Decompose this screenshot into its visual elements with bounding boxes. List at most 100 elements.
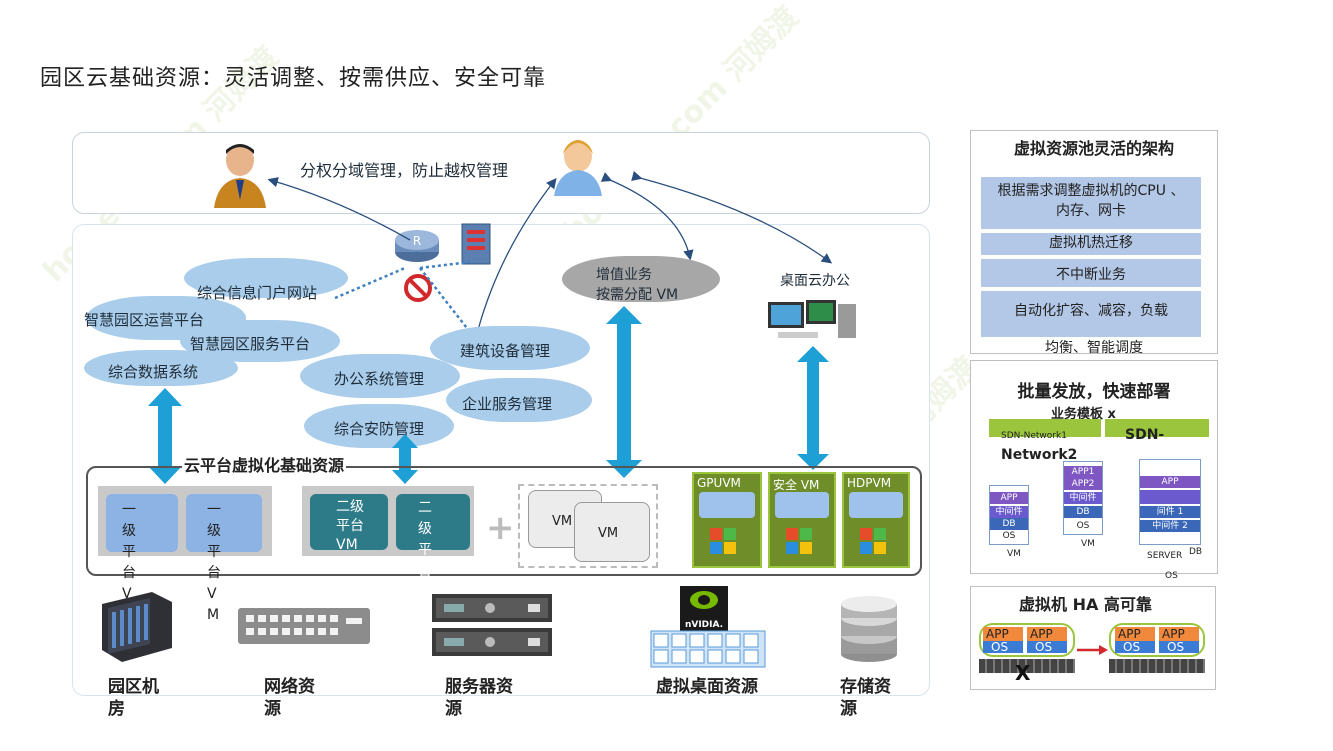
vm-ha-title: 虚拟机 HA 高可靠 bbox=[1019, 595, 1152, 614]
vm-a-label: VM bbox=[552, 514, 573, 529]
server-middleware2: 中间件 2 bbox=[1140, 520, 1200, 532]
nvidia-eye-icon bbox=[690, 591, 718, 609]
vm-dashed-group bbox=[518, 484, 658, 568]
server-stack: APP 间件 1 中间件 2 bbox=[1139, 459, 1201, 545]
vdesktop-label: 虚拟桌面资源 bbox=[656, 677, 758, 697]
network-switch-icon bbox=[238, 608, 370, 644]
portal-label: 综合信息门户网站 bbox=[197, 284, 318, 302]
router-icon: R bbox=[395, 230, 439, 262]
ha-app-a2: APP bbox=[1030, 627, 1053, 641]
firewall-icon bbox=[461, 223, 491, 265]
network-label: 网络资源 bbox=[264, 677, 315, 719]
platform-title: 云平台虚拟化基础资源 bbox=[182, 452, 347, 476]
windows-logo-icons bbox=[710, 528, 886, 554]
ha-os-b2-bar bbox=[1159, 641, 1199, 653]
stack2-os: OS bbox=[1076, 521, 1090, 531]
cloud-security bbox=[304, 404, 454, 448]
admin-person-icon bbox=[214, 144, 266, 208]
cloud-portal bbox=[184, 258, 348, 298]
server-middleware1: 间件 1 bbox=[1140, 506, 1200, 518]
stack2-db: DB bbox=[1064, 506, 1102, 518]
ha-os-b1: OS bbox=[1123, 640, 1141, 654]
forbidden-icon bbox=[404, 274, 432, 302]
ha-app-b1: APP bbox=[1118, 627, 1141, 641]
level1-vm-a-label: 一级平台VM bbox=[122, 502, 136, 623]
level2-vm-a-label: 二级平台VM bbox=[336, 499, 364, 553]
admin-note: 分权分域管理，防止越权管理 bbox=[300, 161, 509, 180]
user-person-icon bbox=[554, 140, 602, 196]
side1-row4: 自动化扩容、减容，负载 bbox=[981, 291, 1201, 337]
batch-deploy-panel: 批量发放，快速部署 业务模板 x SDN-Network1 SDN- Netwo… bbox=[970, 360, 1218, 581]
level1-vm-b-label: 一级平台VM bbox=[207, 502, 221, 623]
ha-os-a1: OS bbox=[991, 640, 1009, 654]
hdp-vm-label: HDPVM bbox=[847, 476, 892, 490]
stack1-os: OS bbox=[1002, 531, 1016, 541]
stack2-app2: APP2 bbox=[1064, 478, 1102, 490]
vm-label-1: VM bbox=[1007, 549, 1021, 559]
vm-label-2: VM bbox=[1081, 539, 1095, 549]
service-platform-label: 智慧园区服务平台 bbox=[190, 335, 311, 353]
sdn-network1-label: SDN-Network1 bbox=[1001, 431, 1067, 441]
vm-box-b bbox=[574, 502, 650, 562]
gpu-vm-label: GPUVM bbox=[697, 476, 741, 490]
server-label: 服务器资源 bbox=[445, 677, 513, 719]
side1-row5: 均衡、智能调度 bbox=[1045, 340, 1143, 356]
cloud-office bbox=[300, 354, 460, 398]
level2-vm-b-label: 二级平台VM bbox=[418, 500, 432, 621]
batch-deploy-title: 批量发放，快速部署 bbox=[1017, 382, 1171, 402]
level1-vm-a bbox=[106, 494, 178, 552]
stack2-middleware: 中间件 bbox=[1064, 492, 1102, 504]
ha-host-b bbox=[1109, 623, 1205, 657]
level2-vm-b bbox=[396, 494, 470, 550]
flexible-architecture-panel: 虚拟资源池灵活的架构 根据需求调整虚拟机的CPU 、内存、网卡 虚拟机热迁移 不… bbox=[970, 130, 1218, 356]
cloud-platform-box bbox=[86, 466, 922, 576]
vm-ha-panel: 虚拟机 HA 高可靠 APP APP OS OS APP APP OS OS X bbox=[970, 586, 1216, 690]
ha-host-a bbox=[979, 623, 1075, 657]
ha-os-b2: OS bbox=[1167, 640, 1185, 654]
ha-server-a bbox=[979, 659, 1075, 673]
sdn-network2-label: SDN- bbox=[1125, 427, 1165, 443]
ha-arrow-icon bbox=[1077, 645, 1108, 655]
storage-icon bbox=[841, 596, 897, 662]
gpu-grid-icon bbox=[650, 630, 766, 668]
ha-server-b bbox=[1109, 659, 1205, 673]
desktop-office-label: 桌面云办公 bbox=[780, 273, 850, 289]
server-label: SERVER bbox=[1147, 551, 1183, 561]
nvidia-badge: nVIDIA. bbox=[680, 586, 728, 632]
level1-vm-b bbox=[186, 494, 262, 552]
server-app: APP bbox=[1140, 476, 1200, 488]
ha-os-a2-bar bbox=[1027, 641, 1067, 653]
server-icon bbox=[432, 594, 552, 656]
vm-b-label: VM bbox=[598, 526, 619, 541]
server-mid-bar bbox=[1140, 490, 1200, 504]
side1-row2: 虚拟机热迁移 bbox=[981, 233, 1201, 255]
sdn-network2b-label: Network2 bbox=[1001, 447, 1078, 463]
server-os-label: OS bbox=[1165, 571, 1178, 581]
level2-vm-a bbox=[310, 494, 388, 550]
storage-label: 存储资源 bbox=[840, 677, 891, 719]
datacenter-label: 园区机房 bbox=[108, 677, 159, 719]
value-added-label: 增值业务 bbox=[596, 267, 652, 283]
office-mgmt-label: 办公系统管理 bbox=[334, 370, 425, 388]
template-label: 业务模板 x bbox=[1051, 407, 1116, 422]
cloud-value-added bbox=[562, 256, 720, 302]
ha-os-a1-bar bbox=[983, 641, 1023, 653]
plus-icon: + bbox=[486, 508, 515, 548]
stack1-db: DB bbox=[990, 518, 1028, 530]
cloud-building bbox=[430, 326, 590, 370]
sdn-network1-bar bbox=[989, 419, 1101, 437]
on-demand-label: 按需分配 VM bbox=[596, 287, 679, 303]
ha-app-b2: APP bbox=[1162, 627, 1185, 641]
sdn-network2-bar bbox=[1105, 419, 1209, 437]
vm-stack-1: APP 中间件 DB OS bbox=[989, 485, 1029, 545]
nvidia-label: nVIDIA. bbox=[684, 620, 724, 630]
ops-platform-label: 智慧园区运营平台 bbox=[84, 311, 205, 329]
data-system-label: 综合数据系统 bbox=[108, 363, 199, 381]
stack1-app: APP bbox=[990, 492, 1028, 504]
safe-vm-label: 安全 VM bbox=[773, 478, 820, 492]
vm-stack-2: APP1 APP2 中间件 DB OS bbox=[1063, 461, 1103, 535]
ha-os-b1-bar bbox=[1115, 641, 1155, 653]
cloud-data bbox=[84, 350, 238, 386]
security-mgmt-label: 综合安防管理 bbox=[334, 420, 425, 438]
